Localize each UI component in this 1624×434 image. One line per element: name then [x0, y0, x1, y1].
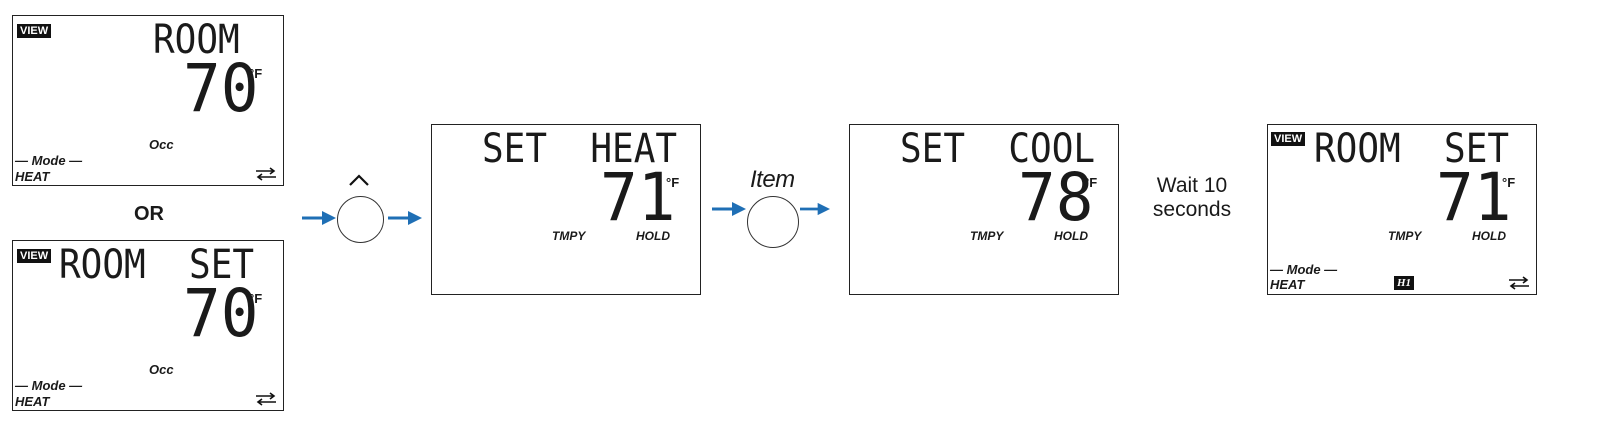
- lcd-temperature: 70: [183, 275, 259, 352]
- lcd-line1: SET HEAT: [482, 126, 678, 172]
- lcd-screen-set-heat: SET HEAT 71 °F TMPY HOLD: [431, 124, 701, 295]
- mode-value: HEAT: [1270, 277, 1305, 292]
- tmpy-label: TMPY: [970, 229, 1004, 243]
- lcd-temperature: 70: [183, 50, 259, 127]
- swap-arrows-icon: [1509, 276, 1529, 290]
- lcd-screen-set-cool: SET COOL 78 °F TMPY HOLD: [849, 124, 1119, 295]
- flow-arrow-2: [388, 211, 422, 225]
- lcd-temperature: 78: [1018, 159, 1094, 236]
- item-button-label: Item: [750, 166, 795, 193]
- mode-value: HEAT: [15, 169, 50, 184]
- hold-label: HOLD: [1472, 229, 1506, 243]
- flow-arrow-1: [302, 211, 336, 225]
- item-button[interactable]: [747, 196, 799, 248]
- flow-arrow-3: [712, 202, 746, 216]
- swap-arrows-icon: [256, 392, 276, 406]
- swap-arrows-icon: [256, 167, 276, 181]
- degree-unit: °F: [1084, 175, 1098, 190]
- occ-label: Occ: [149, 137, 174, 152]
- view-tag: VIEW: [17, 249, 52, 263]
- degree-unit: °F: [1502, 175, 1516, 190]
- occ-label: Occ: [149, 362, 174, 377]
- mode-value: HEAT: [15, 394, 50, 409]
- wait-line1: Wait 10: [1156, 174, 1228, 197]
- view-tag: VIEW: [1271, 132, 1306, 146]
- hold-label: HOLD: [636, 229, 670, 243]
- up-button[interactable]: [337, 196, 384, 243]
- flow-arrow-4: [800, 202, 830, 216]
- lcd-screen-room-view: VIEW ROOM 70 °F Occ — Mode — HEAT: [12, 15, 284, 186]
- lcd-line1: ROOM SET: [59, 242, 255, 288]
- mode-label: — Mode —: [15, 153, 83, 168]
- degree-unit: °F: [666, 175, 680, 190]
- hold-label: HOLD: [1054, 229, 1088, 243]
- h1-badge: H1: [1394, 276, 1415, 290]
- chevron-up-icon: [349, 174, 369, 186]
- lcd-screen-room-set-view: VIEW ROOM SET 70 °F Occ — Mode — HEAT: [12, 240, 284, 411]
- view-tag: VIEW: [17, 24, 52, 38]
- mode-label: — Mode —: [1270, 262, 1338, 277]
- lcd-line1: SET COOL: [900, 126, 1096, 172]
- degree-unit: °F: [249, 291, 263, 306]
- degree-unit: °F: [249, 66, 263, 81]
- lcd-temperature: 71: [600, 159, 676, 236]
- tmpy-label: TMPY: [1388, 229, 1422, 243]
- wait-instruction: Wait 10 seconds: [1142, 174, 1242, 222]
- or-label: OR: [134, 203, 164, 225]
- wait-line2: seconds: [1152, 198, 1232, 221]
- lcd-temperature: 71: [1436, 159, 1512, 236]
- mode-label: — Mode —: [15, 378, 83, 393]
- lcd-line1: ROOM SET: [1314, 126, 1510, 172]
- tmpy-label: TMPY: [552, 229, 586, 243]
- lcd-line1: ROOM: [153, 17, 240, 63]
- lcd-screen-room-set-final: VIEW ROOM SET 71 °F TMPY HOLD — Mode — H…: [1267, 124, 1537, 295]
